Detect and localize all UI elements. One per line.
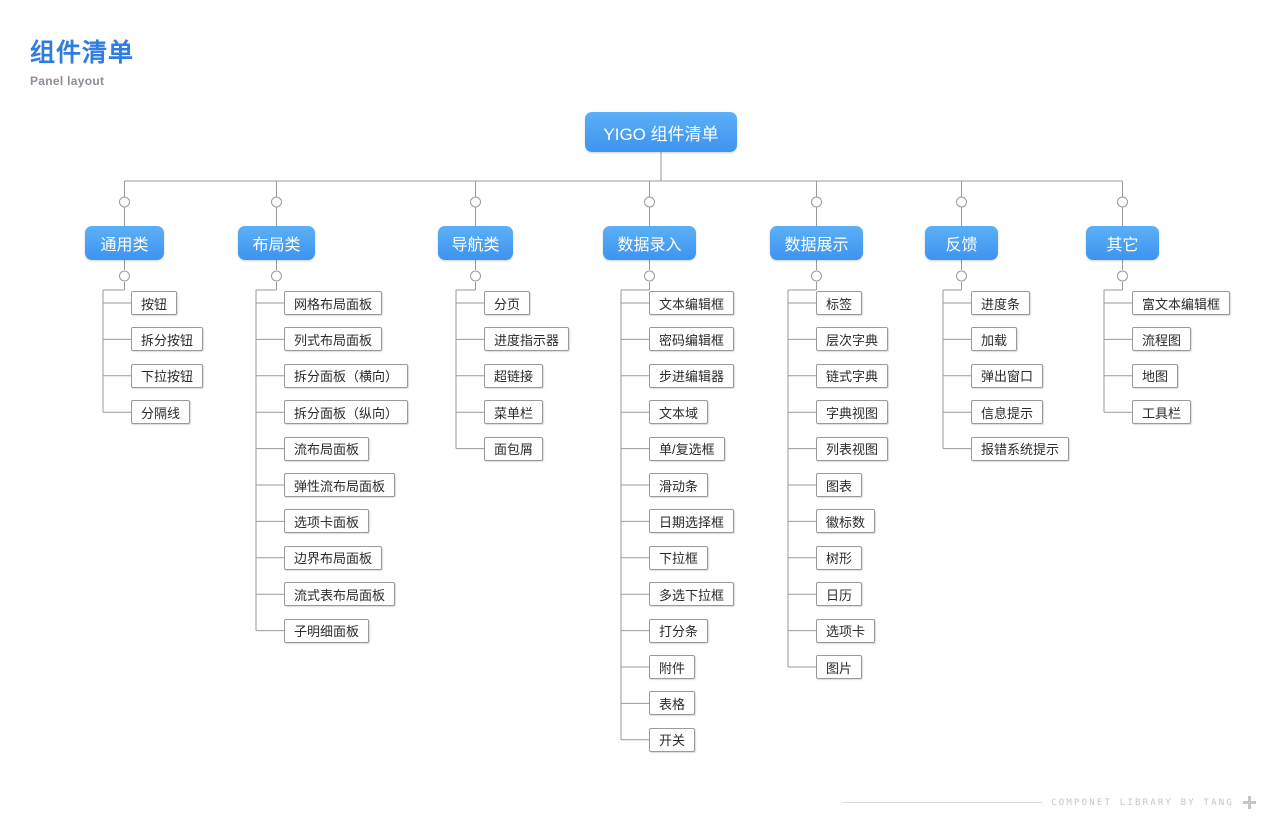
leaf-node-7-2[interactable]: 流程图 [1132,327,1192,352]
leaf-node-5-4[interactable]: 字典视图 [816,400,889,425]
leaf-node-4-8[interactable]: 下拉框 [649,545,709,570]
leaf-node-3-1[interactable]: 分页 [484,291,531,315]
leaf-node-2-3[interactable]: 拆分面板（横向） [284,363,409,388]
leaf-node-1-2[interactable]: 拆分按钮 [131,327,204,352]
leaf-node-2-8[interactable]: 边界布局面板 [284,545,383,570]
category-node-3[interactable]: 导航类 [438,226,513,260]
root-node[interactable]: YIGO 组件清单 [585,112,737,152]
leaf-node-4-13[interactable]: 开关 [649,727,696,752]
category-node-5[interactable]: 数据展示 [770,226,863,260]
leaf-node-5-1[interactable]: 标签 [816,291,863,315]
leaf-node-1-4[interactable]: 分隔线 [131,400,191,425]
leaf-node-6-4[interactable]: 信息提示 [971,400,1044,425]
leaf-node-2-2[interactable]: 列式布局面板 [284,327,383,352]
leaf-node-7-4[interactable]: 工具栏 [1132,400,1192,425]
leaf-node-2-1[interactable]: 网格布局面板 [284,291,383,315]
leaf-node-4-3[interactable]: 步进编辑器 [649,363,735,388]
page-title: 组件清单 [30,39,135,67]
leaf-node-5-5[interactable]: 列表视图 [816,436,889,461]
leaf-node-6-1[interactable]: 进度条 [971,291,1031,315]
leaf-node-4-12[interactable]: 表格 [649,691,696,716]
leaf-node-4-9[interactable]: 多选下拉框 [649,582,735,607]
leaf-node-4-7[interactable]: 日期选择框 [649,509,735,534]
page-header: 组件清单 Panel layout [30,38,134,88]
leaf-node-5-6[interactable]: 图表 [816,473,863,497]
leaf-node-3-4[interactable]: 菜单栏 [484,400,544,425]
leaf-node-2-10[interactable]: 子明细面板 [284,618,370,643]
leaf-node-2-5[interactable]: 流布局面板 [284,436,370,461]
leaf-node-2-9[interactable]: 流式表布局面板 [284,582,396,607]
leaf-node-3-5[interactable]: 面包屑 [484,436,544,461]
leaf-node-4-2[interactable]: 密码编辑框 [649,327,735,352]
leaf-node-2-4[interactable]: 拆分面板（纵向） [284,400,409,425]
leaf-node-1-1[interactable]: 按钮 [131,291,178,315]
footer-divider [842,802,1043,803]
leaf-node-4-5[interactable]: 单/复选框 [649,436,725,461]
leaf-node-7-3[interactable]: 地图 [1132,363,1179,388]
leaf-node-5-10[interactable]: 选项卡 [816,618,876,643]
category-node-4[interactable]: 数据录入 [603,226,696,260]
leaf-node-5-3[interactable]: 链式字典 [816,363,889,388]
category-node-7[interactable]: 其它 [1086,226,1159,260]
leaf-node-4-4[interactable]: 文本域 [649,400,709,425]
leaf-node-2-7[interactable]: 选项卡面板 [284,509,370,534]
category-node-2[interactable]: 布局类 [238,226,315,260]
leaf-node-6-3[interactable]: 弹出窗口 [971,363,1044,388]
leaf-node-5-2[interactable]: 层次字典 [816,327,889,352]
leaf-node-1-3[interactable]: 下拉按钮 [131,363,204,388]
footer-credit: COMPONET LIBRARY BY TANG [1051,797,1234,808]
leaf-node-5-7[interactable]: 徽标数 [816,509,876,534]
leaf-node-4-10[interactable]: 打分条 [649,618,709,643]
leaf-node-5-9[interactable]: 日历 [816,582,863,607]
leaf-node-3-2[interactable]: 进度指示器 [484,327,570,352]
leaf-node-2-6[interactable]: 弹性流布局面板 [284,473,396,497]
leaf-node-6-2[interactable]: 加载 [971,327,1018,352]
leaf-node-4-1[interactable]: 文本编辑框 [649,291,735,315]
page-subtitle: Panel layout [30,74,105,88]
footer: COMPONET LIBRARY BY TANG [842,796,1256,809]
leaf-node-4-6[interactable]: 滑动条 [649,473,709,497]
category-node-6[interactable]: 反馈 [925,226,998,260]
leaf-node-7-1[interactable]: 富文本编辑框 [1132,291,1231,315]
plus-icon [1243,796,1256,809]
leaf-node-5-11[interactable]: 图片 [816,655,863,679]
leaf-node-6-5[interactable]: 报错系统提示 [971,436,1070,461]
leaf-node-4-11[interactable]: 附件 [649,655,696,679]
leaf-node-5-8[interactable]: 树形 [816,545,863,570]
leaf-node-3-3[interactable]: 超链接 [484,363,544,388]
category-node-1[interactable]: 通用类 [85,226,164,260]
